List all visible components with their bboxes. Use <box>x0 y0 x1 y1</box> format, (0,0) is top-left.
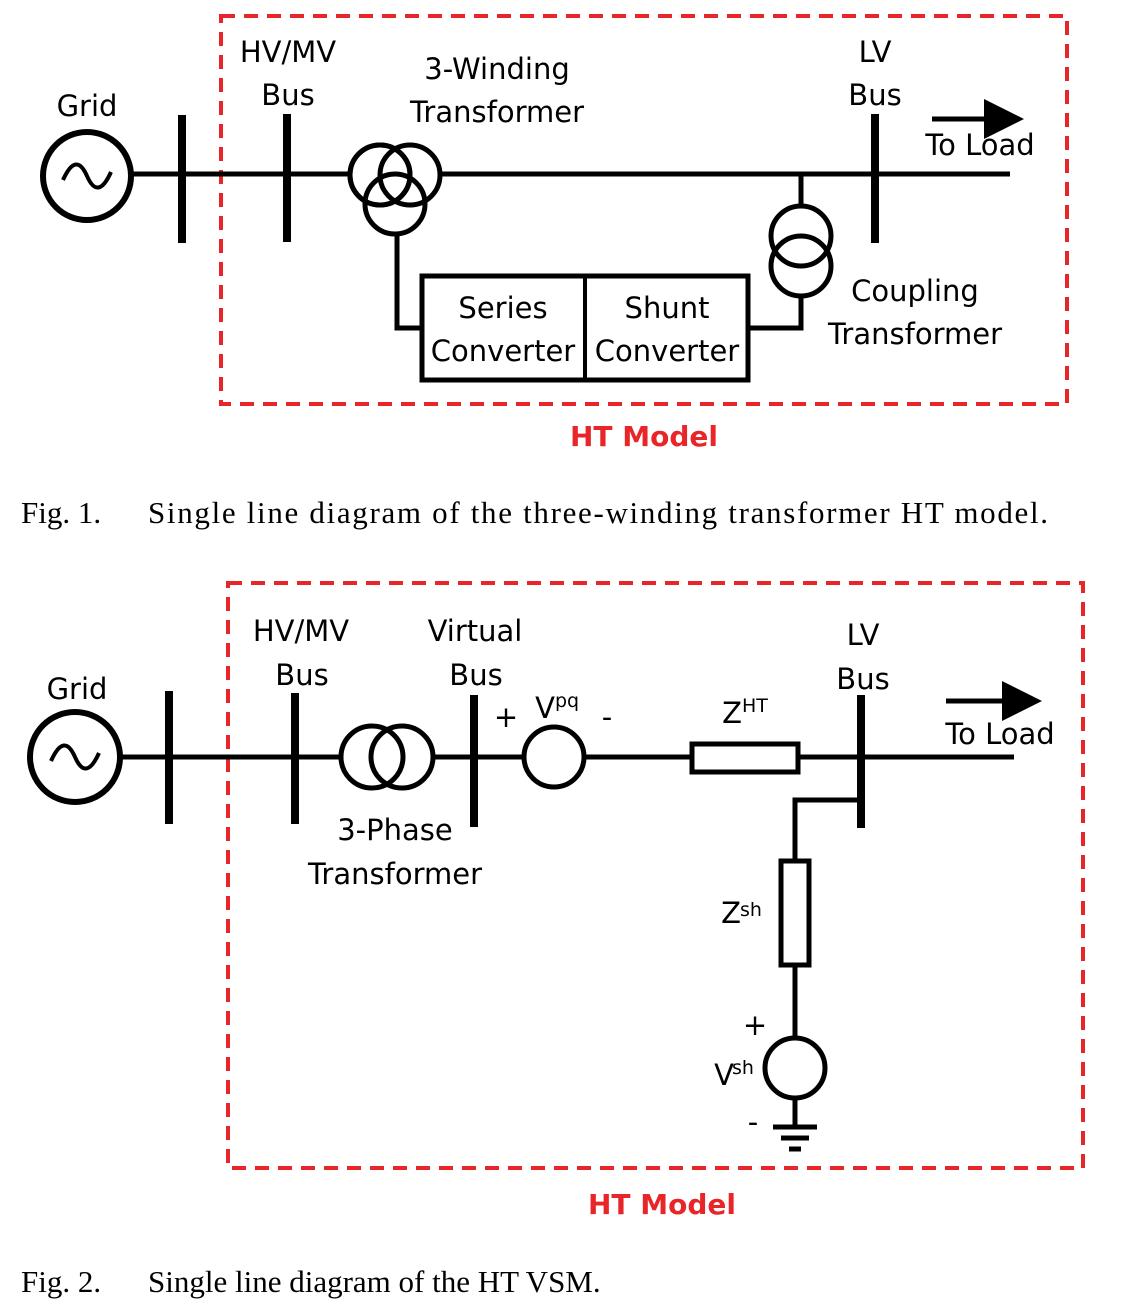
zsh-impedance <box>778 858 812 968</box>
vsh-sup: sh <box>732 1057 754 1079</box>
vpq-plus: + <box>494 700 518 734</box>
vpq-label: V <box>535 691 555 725</box>
zht-label: Z <box>722 696 742 730</box>
vpq-minus: - <box>602 700 612 734</box>
vpq-sup: pq <box>555 690 579 712</box>
lv-label-line1: LV <box>859 35 892 69</box>
hvmv-label-line1: HV/MV <box>240 35 336 69</box>
figure-1-caption-number: Fig. 1. <box>21 495 101 530</box>
vsh-plus: + <box>743 1008 767 1042</box>
transformer-label-line1: 3-Winding <box>424 52 569 86</box>
figure-1-caption-text: Single line diagram of the three-winding… <box>148 495 1048 530</box>
vsh-label: V <box>714 1058 734 1092</box>
shunt-label-line2: Converter <box>595 334 740 368</box>
three-winding-transformer-icon <box>347 142 443 237</box>
transformer-label-line2: Transformer <box>409 95 584 129</box>
lv-label-line2: Bus <box>848 78 901 112</box>
series-label-line1: Series <box>458 291 547 325</box>
zsh-label: Z <box>721 896 741 930</box>
vsh-minus: - <box>748 1105 758 1139</box>
coupling-label-line2: Transformer <box>827 317 1002 351</box>
ground-icon <box>773 1098 817 1152</box>
zht-impedance <box>689 741 801 775</box>
to-load-label: To Load <box>924 128 1034 162</box>
figure-2: Grid HV/MV Bus 3-Phase Transformer Virtu… <box>21 581 1085 1299</box>
coupling-line <box>748 296 804 331</box>
zht-sup: HT <box>742 695 768 717</box>
virtual-label-line1: Virtual <box>428 614 523 648</box>
ht-model-label: HT Model <box>570 420 718 453</box>
zsh-sup: sh <box>740 899 762 921</box>
ht-model-boundary-2 <box>226 581 1085 1170</box>
three-phase-transformer-icon <box>338 723 436 791</box>
figure-2-caption-text: Single line diagram of the HT VSM. <box>148 1264 601 1299</box>
to-load-label-2: To Load <box>944 717 1054 751</box>
transformer-label-2-line2: Transformer <box>307 857 482 891</box>
series-label-line2: Converter <box>431 334 576 368</box>
virtual-label-line2: Bus <box>449 658 502 692</box>
figure-1: Grid HV/MV Bus 3-Winding Transformer Ser… <box>21 14 1069 530</box>
coupling-transformer-icon <box>768 203 834 299</box>
ht-model-boundary <box>219 14 1069 406</box>
lv-label-2-line1: LV <box>847 618 880 652</box>
grid-source-icon <box>40 129 134 223</box>
shunt-branch-line <box>792 797 861 861</box>
shunt-label-line1: Shunt <box>625 291 710 325</box>
coupling-label-line1: Coupling <box>851 274 979 308</box>
hvmv-label-2-line1: HV/MV <box>253 614 349 648</box>
hvmv-label-line2: Bus <box>261 78 314 112</box>
vpq-source-icon <box>521 724 587 790</box>
grid-source-icon <box>27 709 123 805</box>
hvmv-label-2-line2: Bus <box>275 658 328 692</box>
figure-2-caption-number: Fig. 2. <box>21 1264 101 1299</box>
transformer-label-2-line1: 3-Phase <box>337 813 453 847</box>
grid-label-2: Grid <box>47 672 108 706</box>
vsh-source-icon <box>762 1035 828 1101</box>
lv-label-2-line2: Bus <box>836 662 889 696</box>
grid-label: Grid <box>57 89 118 123</box>
ht-model-label-2: HT Model <box>588 1188 736 1221</box>
tertiary-line <box>394 234 422 331</box>
